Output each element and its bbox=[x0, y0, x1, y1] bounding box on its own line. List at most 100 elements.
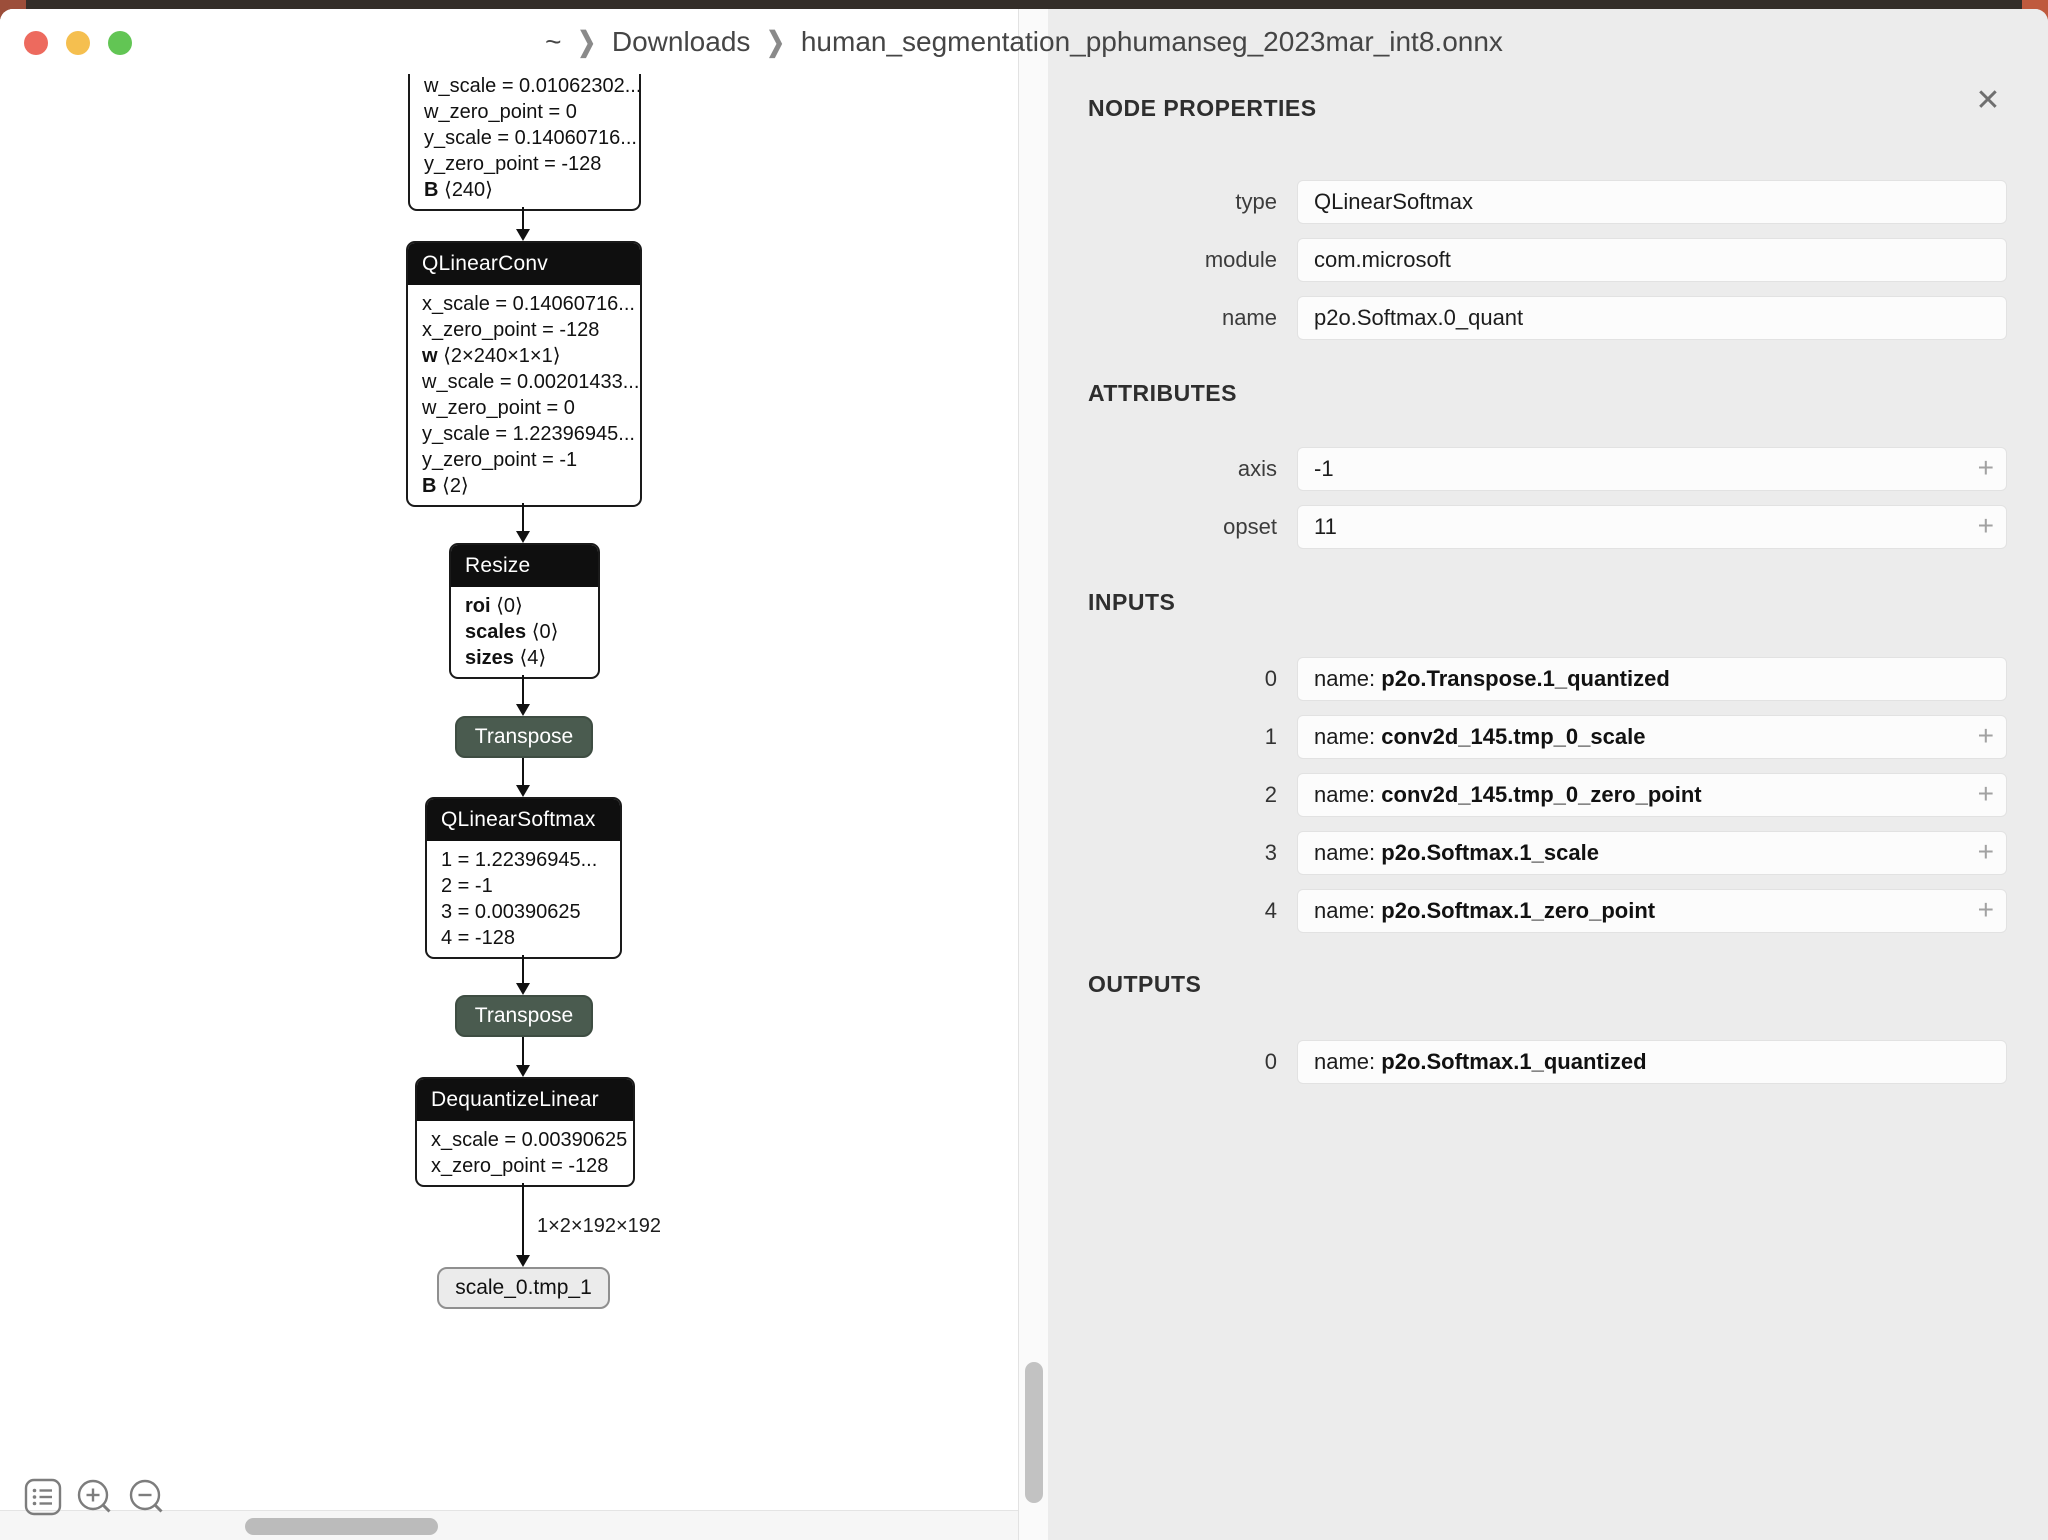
transpose-1-node[interactable]: Transpose bbox=[455, 716, 593, 758]
node-attribute-line: x_scale = 0.14060716... bbox=[422, 293, 635, 315]
horizontal-scrollbar-thumb[interactable] bbox=[245, 1518, 438, 1535]
traffic-light-close-button[interactable] bbox=[24, 31, 48, 55]
argument-index: 0 bbox=[1264, 666, 1277, 691]
field-label: axis bbox=[1237, 456, 1277, 481]
argument-index: 0 bbox=[1264, 1049, 1277, 1074]
add-icon[interactable]: + bbox=[1977, 452, 1994, 483]
graph-edge bbox=[522, 1183, 524, 1256]
node-attribute-line: sizes ⟨4⟩ bbox=[465, 647, 547, 669]
property-row: module com.microsoft bbox=[1048, 238, 2048, 282]
breadcrumb-folder[interactable]: Downloads bbox=[611, 26, 751, 57]
window-controls bbox=[24, 31, 132, 55]
zoom-in-icon bbox=[77, 1479, 111, 1513]
panel-title: NODE PROPERTIES bbox=[1088, 95, 1317, 121]
node-type-label: Resize bbox=[451, 545, 598, 587]
close-icon[interactable]: ✕ bbox=[1975, 84, 2001, 117]
node-attribute-line: y_zero_point = -1 bbox=[422, 449, 578, 471]
node-attribute-list: x_scale = 0.14060716... x_zero_point = -1… bbox=[408, 285, 640, 505]
edge-shape-label: 1×2×192×192 bbox=[537, 1215, 662, 1237]
zoom-out-icon bbox=[129, 1479, 163, 1513]
value-field[interactable]: QLinearSoftmax bbox=[1297, 180, 2007, 224]
node-type-label: DequantizeLinear bbox=[417, 1079, 633, 1121]
add-icon[interactable]: + bbox=[1977, 720, 1994, 751]
node-attribute-line: y_zero_point = -128 bbox=[424, 153, 602, 175]
value-field[interactable]: -1+ bbox=[1297, 447, 2007, 491]
value-field[interactable]: p2o.Softmax.0_quant bbox=[1297, 296, 2007, 340]
attributes-section-title: ATTRIBUTES bbox=[1088, 380, 1237, 406]
value-field[interactable]: name: conv2d_145.tmp_0_zero_point+ bbox=[1297, 773, 2007, 817]
traffic-light-maximize-button[interactable] bbox=[108, 31, 132, 55]
chevron-right-icon: ❯ bbox=[766, 25, 785, 57]
value-field[interactable]: name: p2o.Transpose.1_quantized bbox=[1297, 657, 2007, 701]
add-icon[interactable]: + bbox=[1977, 894, 1994, 925]
node-attribute-line: 2 = -1 bbox=[441, 875, 493, 897]
transpose-2-node[interactable]: Transpose bbox=[455, 995, 593, 1037]
graph-edge bbox=[522, 207, 524, 230]
arrowhead-icon bbox=[516, 983, 530, 995]
input-row: 0 name: p2o.Transpose.1_quantized bbox=[1048, 657, 2048, 701]
argument-index: 1 bbox=[1264, 724, 1277, 749]
horizontal-scrollbar-track[interactable] bbox=[0, 1510, 1018, 1540]
breadcrumb-home[interactable]: ~ bbox=[545, 26, 562, 57]
input-row: 2 name: conv2d_145.tmp_0_zero_point+ bbox=[1048, 773, 2048, 817]
node-attribute-line: roi ⟨0⟩ bbox=[465, 595, 523, 617]
zoom-out-button[interactable] bbox=[128, 1478, 166, 1516]
list-icon bbox=[24, 1478, 62, 1516]
argument-index: 2 bbox=[1264, 782, 1277, 807]
title-bar bbox=[0, 9, 1018, 74]
add-icon[interactable]: + bbox=[1977, 510, 1994, 541]
value-field[interactable]: com.microsoft bbox=[1297, 238, 2007, 282]
node-attribute-line: w_zero_point = 0 bbox=[422, 397, 575, 419]
add-icon[interactable]: + bbox=[1977, 778, 1994, 809]
value-field[interactable]: name: conv2d_145.tmp_0_scale+ bbox=[1297, 715, 2007, 759]
node-attribute-line: x_zero_point = -128 bbox=[431, 1155, 609, 1177]
value-field[interactable]: name: p2o.Softmax.1_scale+ bbox=[1297, 831, 2007, 875]
scale-0-tmp-1-node[interactable]: scale_0.tmp_1 bbox=[437, 1267, 610, 1309]
node-attribute-list: roi ⟨0⟩scales ⟨0⟩sizes ⟨4⟩ bbox=[451, 587, 598, 677]
zoom-in-button[interactable] bbox=[76, 1478, 114, 1516]
inputs-section-title: INPUTS bbox=[1088, 589, 1176, 615]
value-field[interactable]: name: p2o.Softmax.1_quantized bbox=[1297, 1040, 2007, 1084]
value-field[interactable]: 11+ bbox=[1297, 505, 2007, 549]
model-properties-button[interactable] bbox=[24, 1478, 62, 1516]
node-type-label: QLinearSoftmax bbox=[427, 799, 620, 841]
value-field[interactable]: name: p2o.Softmax.1_zero_point+ bbox=[1297, 889, 2007, 933]
attribute-row: axis -1+ bbox=[1048, 447, 2048, 491]
canvas-scroll-gutter bbox=[1018, 9, 1048, 1540]
node-attribute-line: x_zero_point = -128 bbox=[422, 319, 600, 341]
node-attribute-line: B ⟨240⟩ bbox=[424, 179, 493, 201]
node-attribute-line: y_scale = 1.22396945... bbox=[422, 423, 635, 445]
input-row: 4 name: p2o.Softmax.1_zero_point+ bbox=[1048, 889, 2048, 933]
graph-edge bbox=[522, 675, 524, 705]
graph-edge bbox=[522, 955, 524, 984]
traffic-light-minimize-button[interactable] bbox=[66, 31, 90, 55]
graph-edge bbox=[522, 758, 524, 786]
arrowhead-icon bbox=[516, 1255, 530, 1267]
node-attribute-line: B ⟨2⟩ bbox=[422, 475, 469, 497]
node-attribute-line: 3 = 0.00390625 bbox=[441, 901, 581, 923]
argument-index: 4 bbox=[1264, 898, 1277, 923]
add-icon[interactable]: + bbox=[1977, 836, 1994, 867]
graph-edge bbox=[522, 1037, 524, 1066]
field-label: module bbox=[1204, 247, 1277, 272]
argument-index: 3 bbox=[1264, 840, 1277, 865]
node-attribute-line: x_scale = 0.00390625 bbox=[431, 1129, 628, 1151]
vertical-scrollbar-thumb[interactable] bbox=[1025, 1362, 1043, 1503]
breadcrumb-filename: human_segmentation_pphumanseg_2023mar_in… bbox=[800, 26, 1503, 57]
graph-edge bbox=[522, 503, 524, 532]
output-row: 0 name: p2o.Softmax.1_quantized bbox=[1048, 1040, 2048, 1084]
arrowhead-icon bbox=[516, 785, 530, 797]
input-row: 1 name: conv2d_145.tmp_0_scale+ bbox=[1048, 715, 2048, 759]
breadcrumb: ~ ❯ Downloads ❯ human_segmentation_pphum… bbox=[0, 21, 2048, 63]
dequantizelinear-node[interactable]: DequantizeLinear x_scale = 0.00390625 x_ze… bbox=[415, 1077, 635, 1187]
node-attribute-line: 4 = -128 bbox=[441, 927, 515, 949]
